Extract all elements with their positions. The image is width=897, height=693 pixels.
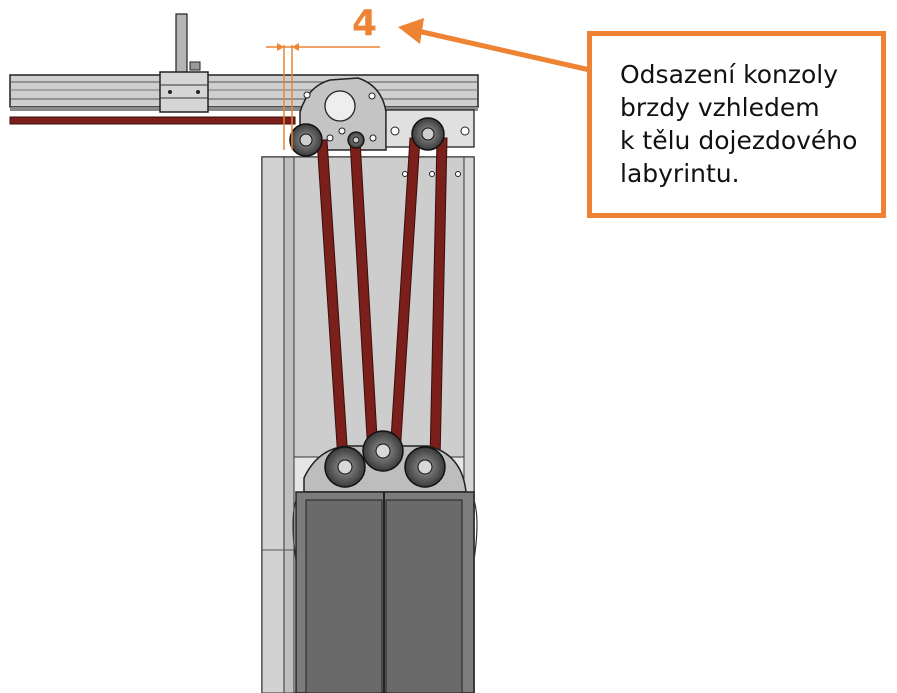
callout-line-2: brzdy vzhledem <box>620 93 820 122</box>
vertical-belts <box>316 137 448 487</box>
bottom-pulley-block <box>303 430 467 493</box>
top-rollers <box>289 117 445 157</box>
leader-arrow <box>398 18 591 73</box>
dimension-lines <box>266 43 380 150</box>
callout-line-3: k tělu dojezdového <box>620 126 858 155</box>
counterweight-block <box>292 491 478 693</box>
top-rail <box>9 74 479 111</box>
dimension-value: 4 <box>352 3 378 44</box>
horizontal-belt <box>9 116 296 125</box>
brake-bracket <box>299 77 387 151</box>
vertical-post-clamp <box>159 13 209 113</box>
callout-line-1: Odsazení konzoly <box>620 60 839 89</box>
callout-line-4: labyrintu. <box>620 159 740 188</box>
callout-box: Odsazení konzoly brzdy vzhledem k tělu d… <box>587 31 886 218</box>
